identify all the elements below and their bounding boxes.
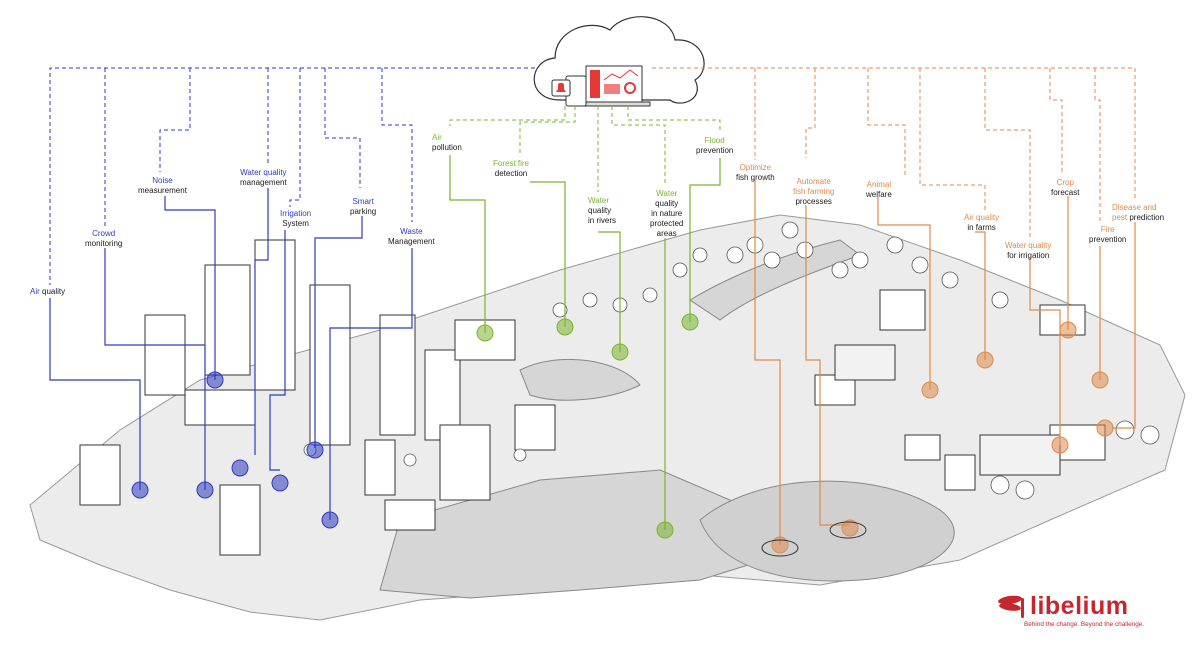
sea-area: [379, 469, 781, 599]
green-connection-lines: [449, 106, 721, 192]
lake-area: [699, 480, 955, 582]
accent: Forest fire: [493, 159, 530, 168]
accent: Air quality: [964, 213, 1000, 222]
accent: Water: [656, 189, 678, 198]
accent: Smart: [352, 197, 374, 206]
green-sensor-dots: [476, 313, 699, 539]
accent: Animal: [866, 180, 892, 189]
text: quality in nature protected areas: [650, 199, 684, 238]
text: pollution: [432, 143, 462, 152]
accent: Crop: [1056, 178, 1074, 187]
accent: Water quality: [1005, 241, 1052, 250]
accent: Noise: [152, 176, 173, 185]
brand-name: libelium: [1030, 592, 1129, 620]
text: fish growth: [736, 173, 775, 182]
text: parking: [350, 207, 377, 216]
text: measurement: [138, 186, 187, 195]
text: Management: [388, 237, 435, 246]
text: detection: [494, 169, 528, 178]
orange-sensor-dots: [771, 321, 1114, 554]
orange-connection-lines: [652, 67, 1136, 238]
text: forecast: [1051, 188, 1080, 197]
text: monitoring: [85, 239, 123, 248]
accent: Disease and pest: [1112, 203, 1157, 222]
accent: Automate fish farming: [793, 177, 835, 196]
text: quality in rivers: [588, 206, 617, 225]
label-disease: Disease and pest prediction: [1112, 203, 1164, 223]
laptop-dashboard-icon: [551, 65, 651, 107]
text: quality: [42, 287, 66, 296]
green-pointer-lines: [449, 155, 721, 530]
accent: Air: [432, 133, 442, 142]
text: prevention: [1089, 235, 1127, 244]
accent: Crowd: [92, 229, 116, 238]
text: processes: [795, 197, 832, 206]
orange-pointer-lines: [754, 180, 1136, 545]
libelium-dragonfly-logo: [998, 595, 1024, 618]
blue-sensor-dots: [131, 371, 339, 529]
text: prediction: [1129, 213, 1165, 222]
label-air-quality: Air quality: [30, 287, 65, 297]
text: in farms: [967, 223, 996, 232]
accent: Flood: [704, 136, 725, 145]
text: for irrigation: [1007, 251, 1050, 260]
river-area: [519, 358, 641, 401]
text: System: [282, 219, 309, 228]
brand-tagline: Behind the change. Beyond the challenge.: [1024, 621, 1145, 628]
accent: Air: [30, 287, 40, 296]
text: management: [240, 178, 287, 187]
accent: Irrigation: [280, 209, 312, 218]
blue-pointer-lines: [49, 188, 413, 520]
accent: Water quality: [240, 168, 287, 177]
text: welfare: [866, 190, 892, 199]
accent: Optimize: [739, 163, 772, 172]
accent: Fire: [1100, 225, 1115, 234]
blue-connection-lines: [49, 67, 535, 285]
fish-cages: [761, 521, 867, 557]
accent: Water: [588, 196, 610, 205]
text: prevention: [696, 146, 734, 155]
accent: Waste: [400, 227, 423, 236]
